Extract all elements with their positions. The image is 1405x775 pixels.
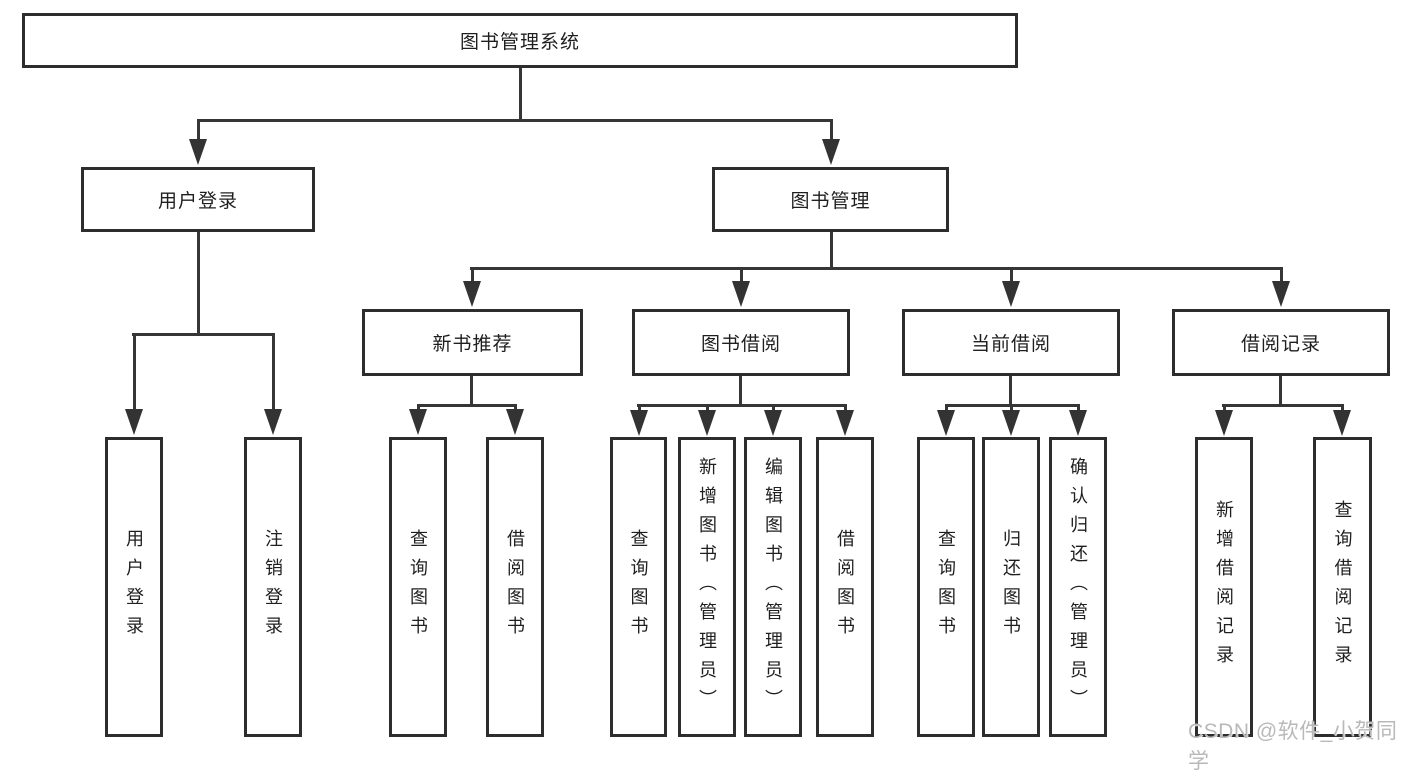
connector-line <box>132 333 275 336</box>
arrowhead-icon <box>1333 410 1351 436</box>
arrowhead-icon <box>1002 410 1020 436</box>
arrowhead-icon <box>264 409 282 435</box>
connector-line <box>197 119 832 122</box>
arrowhead-icon <box>630 410 648 436</box>
leaf-borrowing-borrow: 借阅图书 <box>816 437 874 737</box>
node-book-borrowing-label: 图书借阅 <box>700 334 781 355</box>
arrowhead-icon <box>836 410 854 436</box>
connector-line <box>470 376 473 406</box>
node-book-borrowing: 图书借阅 <box>632 309 850 376</box>
connector-line <box>417 404 420 411</box>
connector-line <box>637 404 847 407</box>
arrowhead-icon <box>822 139 840 165</box>
connector-line <box>830 119 833 141</box>
leaf-logout-label: 注销登录 <box>263 529 283 645</box>
arrowhead-icon <box>1215 410 1233 436</box>
leaf-logout: 注销登录 <box>244 437 302 737</box>
leaf-current-return-label: 归还图书 <box>1001 529 1021 645</box>
node-root-label: 图书管理系统 <box>459 32 580 53</box>
connector-line <box>1279 376 1282 406</box>
diagram-canvas: 图书管理系统 用户登录 图书管理 新书推荐 图书借阅 当前借阅 借阅记录 <box>22 13 1397 773</box>
node-borrowing-records: 借阅记录 <box>1172 309 1390 376</box>
connector-line <box>133 333 136 411</box>
connector-line <box>519 68 522 121</box>
arrowhead-icon <box>463 281 481 307</box>
leaf-newbooks-borrow-label: 借阅图书 <box>505 529 525 645</box>
leaf-borrowing-add-label: 新增图书（管理员） <box>697 456 717 718</box>
node-user-login: 用户登录 <box>81 167 315 232</box>
leaf-newbooks-query-label: 查询图书 <box>408 529 428 645</box>
connector-line <box>1280 267 1283 283</box>
leaf-newbooks-borrow: 借阅图书 <box>486 437 544 737</box>
connector-line <box>1341 404 1344 412</box>
connector-line <box>514 404 517 411</box>
leaf-borrowing-query: 查询图书 <box>610 437 667 737</box>
connector-line <box>272 333 275 411</box>
arrowhead-icon <box>1002 281 1020 307</box>
node-user-login-label: 用户登录 <box>157 191 238 212</box>
connector-line <box>830 232 833 269</box>
connector-line <box>739 376 742 406</box>
arrowhead-icon <box>1069 410 1087 436</box>
arrowhead-icon <box>1272 281 1290 307</box>
arrowhead-icon <box>937 410 955 436</box>
leaf-current-confirm-label: 确认归还（管理员） <box>1068 456 1088 718</box>
leaf-records-add: 新增借阅记录 <box>1195 437 1253 737</box>
connector-line <box>1077 404 1080 412</box>
connector-line <box>945 404 948 412</box>
arrowhead-icon <box>125 409 143 435</box>
leaf-borrowing-query-label: 查询图书 <box>628 529 649 645</box>
leaf-current-confirm: 确认归还（管理员） <box>1049 437 1107 737</box>
leaf-current-query: 查询图书 <box>917 437 975 737</box>
connector-line <box>197 232 200 335</box>
connector-line <box>638 404 641 412</box>
connector-line <box>197 119 200 141</box>
connector-line <box>471 267 474 283</box>
leaf-current-return: 归还图书 <box>982 437 1040 737</box>
leaf-user-login: 用户登录 <box>105 437 163 737</box>
leaf-newbooks-query: 查询图书 <box>389 437 447 737</box>
leaf-current-query-label: 查询图书 <box>936 529 956 645</box>
leaf-user-login-label: 用户登录 <box>124 529 144 645</box>
connector-line <box>417 404 517 407</box>
leaf-records-query-label: 查询借阅记录 <box>1332 500 1353 674</box>
arrowhead-icon <box>409 409 427 435</box>
leaf-borrowing-edit-label: 编辑图书（管理员） <box>763 456 783 718</box>
leaf-borrowing-borrow-label: 借阅图书 <box>835 529 855 645</box>
leaf-borrowing-add: 新增图书（管理员） <box>678 437 736 737</box>
node-new-book-recommend: 新书推荐 <box>362 309 583 376</box>
connector-line <box>706 404 709 412</box>
connector-line <box>740 267 743 283</box>
node-root: 图书管理系统 <box>22 13 1018 68</box>
connector-line <box>1009 376 1012 406</box>
connector-line <box>772 404 775 412</box>
node-current-borrowing: 当前借阅 <box>902 309 1120 376</box>
connector-line <box>844 404 847 412</box>
connector-line <box>1010 404 1013 412</box>
connector-line <box>1222 404 1344 407</box>
node-book-management-label: 图书管理 <box>790 191 871 212</box>
connector-line <box>470 267 1283 270</box>
arrowhead-icon <box>506 409 524 435</box>
leaf-records-query: 查询借阅记录 <box>1313 437 1372 737</box>
node-book-management: 图书管理 <box>712 167 949 232</box>
arrowhead-icon <box>189 139 207 165</box>
csdn-watermark: CSDN @软件_小贺同学 <box>1188 720 1398 773</box>
node-new-book-recommend-label: 新书推荐 <box>432 334 513 355</box>
connector-line <box>1010 267 1013 283</box>
arrowhead-icon <box>698 410 716 436</box>
leaf-records-add-label: 新增借阅记录 <box>1214 500 1234 674</box>
arrowhead-icon <box>732 281 750 307</box>
node-current-borrowing-label: 当前借阅 <box>970 334 1051 355</box>
arrowhead-icon <box>764 410 782 436</box>
connector-line <box>1223 404 1226 412</box>
leaf-borrowing-edit: 编辑图书（管理员） <box>744 437 802 737</box>
node-borrowing-records-label: 借阅记录 <box>1240 334 1321 355</box>
